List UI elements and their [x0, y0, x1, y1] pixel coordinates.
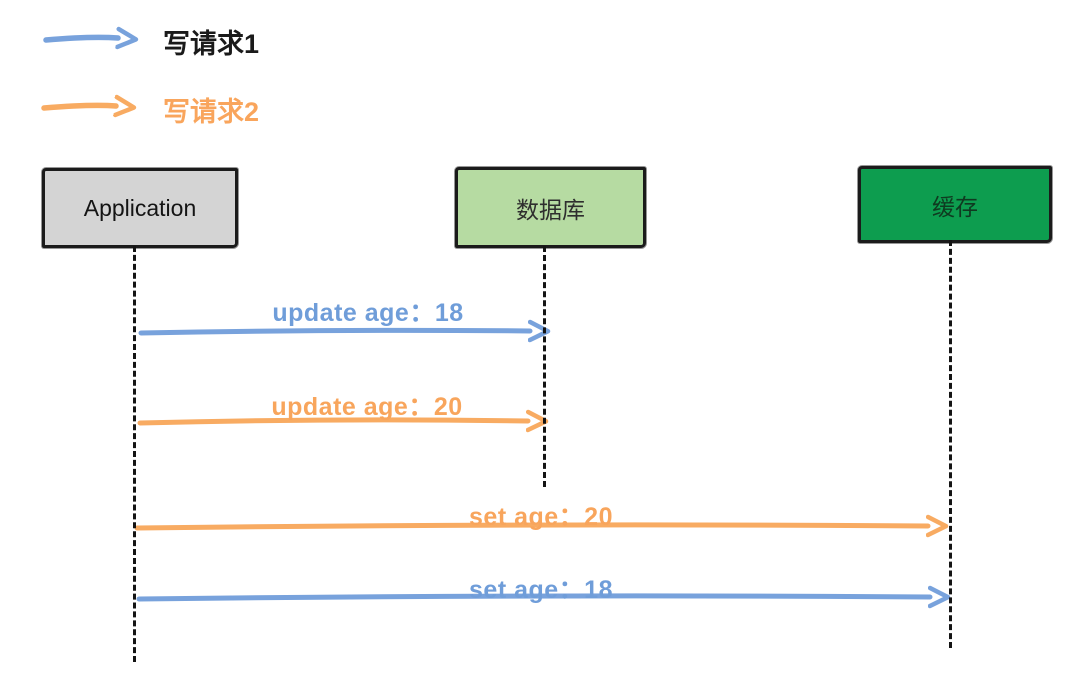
actor-database: 数据库: [455, 167, 646, 248]
message-label-update-age-20: update age：20: [271, 393, 463, 421]
actor-cache: 缓存: [858, 166, 1052, 243]
legend-label-write-request-2: 写请求2: [163, 97, 260, 127]
message-label-update-age-18: update age：18: [272, 299, 464, 327]
legend-arrow-write1: [43, 37, 118, 40]
lifeline-cache: [949, 240, 952, 648]
message-arrow-update-age-18: [138, 330, 530, 333]
message-label-set-age-20: set age：20: [469, 503, 613, 531]
actor-database-label: 数据库: [516, 196, 585, 223]
lifeline-application: [133, 246, 136, 662]
message-label-set-age-18: set age：18: [469, 576, 613, 604]
actor-application-label: Application: [83, 194, 197, 221]
legend-label-write-request-1: 写请求1: [163, 29, 260, 59]
lifeline-database: [543, 246, 546, 487]
legend-arrow-write2: [41, 105, 116, 108]
actor-application: Application: [42, 168, 238, 248]
actor-cache-label: 缓存: [932, 193, 978, 220]
